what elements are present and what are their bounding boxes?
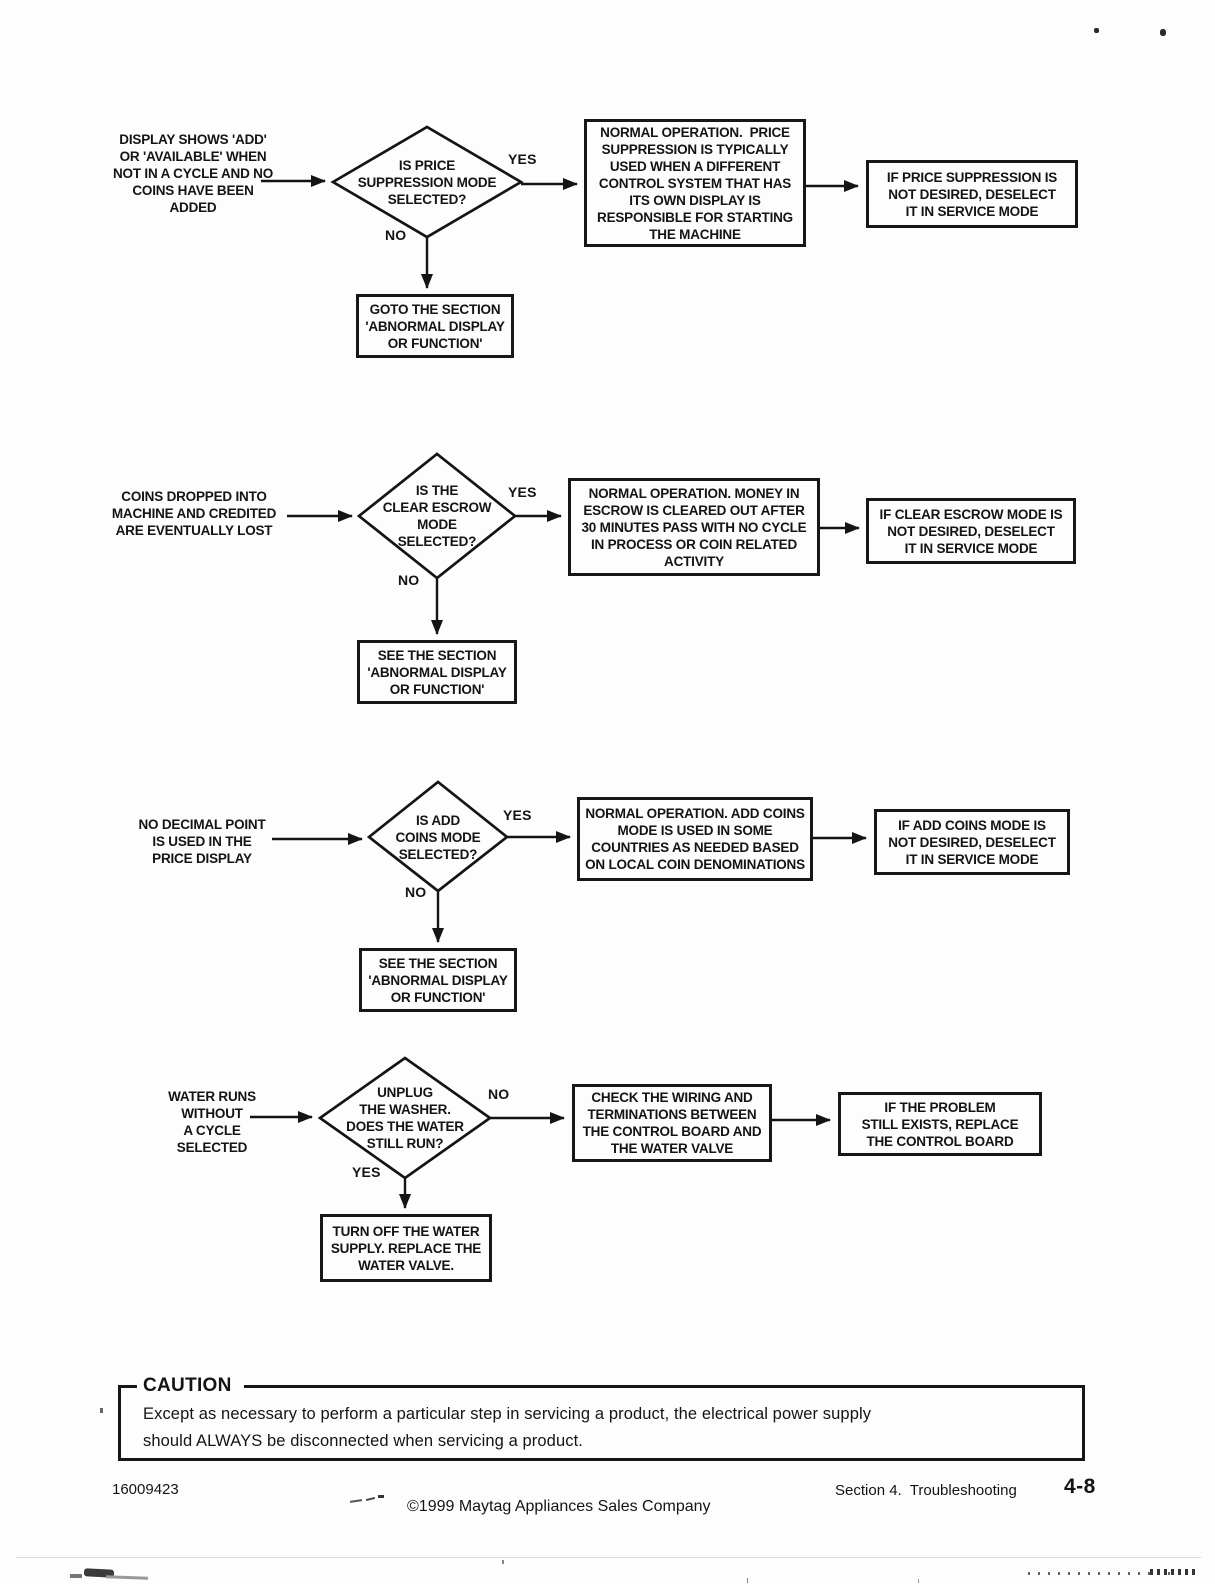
flow2-no-label: NO	[398, 572, 420, 588]
flow1-yes-label: YES	[508, 151, 537, 167]
flow1-no-label: NO	[385, 227, 407, 243]
flow4-action-box: IF THE PROBLEM STILL EXISTS, REPLACE THE…	[838, 1092, 1042, 1156]
flow3-problem-label: NO DECIMAL POINT IS USED IN THE PRICE DI…	[138, 817, 266, 866]
scan-speck	[502, 1560, 504, 1564]
footer-copyright: ©1999 Maytag Appliances Sales Company	[407, 1498, 711, 1515]
flow4-result-box: CHECK THE WIRING AND TERMINATIONS BETWEE…	[572, 1084, 772, 1162]
flow1-problem-label: DISPLAY SHOWS 'ADD' OR 'AVAILABLE' WHEN …	[112, 132, 274, 215]
footer-section-label: Section 4. Troubleshooting	[835, 1482, 1017, 1499]
flow4-problem-label: WATER RUNS WITHOUT A CYCLE SELECTED	[168, 1089, 256, 1155]
scan-speck	[100, 1408, 103, 1413]
flow2-problem-label: COINS DROPPED INTO MACHINE AND CREDITED …	[111, 489, 277, 538]
caution-title: CAUTION	[137, 1375, 244, 1397]
footer-doc-number: 16009423	[112, 1481, 179, 1498]
flow2-fallback-box: SEE THE SECTION 'ABNORMAL DISPLAY OR FUN…	[357, 640, 517, 704]
caution-box: CAUTION Except as necessary to perform a…	[118, 1375, 1085, 1461]
flow3-action-box: IF ADD COINS MODE IS NOT DESIRED, DESELE…	[874, 809, 1070, 875]
flow2-result-box: NORMAL OPERATION. MONEY IN ESCROW IS CLE…	[568, 478, 820, 576]
scan-speck	[1094, 28, 1099, 33]
flow1-decision-text: IS PRICE SUPPRESSION MODE SELECTED?	[357, 157, 497, 207]
flow1-result-box: NORMAL OPERATION. PRICE SUPPRESSION IS T…	[584, 119, 806, 247]
flow1-action-box: IF PRICE SUPPRESSION IS NOT DESIRED, DES…	[866, 160, 1078, 228]
flow1-fallback-box: GOTO THE SECTION 'ABNORMAL DISPLAY OR FU…	[356, 294, 514, 358]
flow1-diamond-outline	[330, 125, 524, 239]
scan-dotted-line	[1150, 1569, 1198, 1575]
flow4-yes-label: YES	[352, 1164, 381, 1180]
scan-smudge	[70, 1574, 82, 1578]
scan-speck	[918, 1579, 919, 1583]
scan-speck	[1160, 29, 1166, 36]
flow3-fallback-box: SEE THE SECTION 'ABNORMAL DISPLAY OR FUN…	[359, 948, 517, 1012]
scan-dotted-line	[1028, 1572, 1178, 1575]
flow3-result-box: NORMAL OPERATION. ADD COINS MODE IS USED…	[577, 797, 813, 881]
flow4-decision-text: UNPLUG THE WASHER. DOES THE WATER STILL …	[346, 1085, 464, 1151]
scan-speck	[747, 1578, 748, 1583]
pencil-mark	[349, 1494, 388, 1506]
flow3-decision-text: IS ADD COINS MODE SELECTED?	[395, 812, 481, 862]
footer-page-number: 4-8	[1064, 1475, 1096, 1498]
flow4-no-label: NO	[488, 1086, 510, 1102]
scan-line	[16, 1557, 1201, 1558]
flow2-action-box: IF CLEAR ESCROW MODE IS NOT DESIRED, DES…	[866, 498, 1076, 564]
flow2-yes-label: YES	[508, 484, 537, 500]
caution-body-text: Except as necessary to perform a particu…	[143, 1405, 872, 1450]
flow4-fallback-box: TURN OFF THE WATER SUPPLY. REPLACE THE W…	[320, 1214, 492, 1282]
flow3-no-label: NO	[405, 884, 427, 900]
flow2-decision-text: IS THE CLEAR ESCROW MODE SELECTED?	[382, 483, 492, 549]
flow3-yes-label: YES	[503, 807, 532, 823]
